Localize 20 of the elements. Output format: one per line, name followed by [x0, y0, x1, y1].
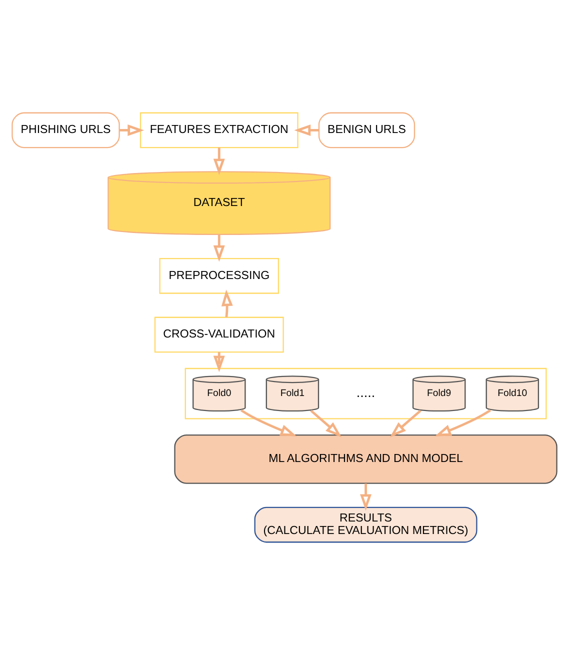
- arrow: [213, 234, 225, 262]
- arrow: [390, 410, 422, 438]
- node-box: PREPROCESSING: [159, 258, 280, 294]
- arrow: [294, 124, 319, 136]
- arrow: [240, 409, 297, 436]
- arrow: [310, 410, 342, 438]
- label: .....: [356, 385, 376, 400]
- arrow: [119, 124, 144, 136]
- node-box: BENIGN URLS: [318, 112, 416, 148]
- arrow: [213, 352, 225, 372]
- node-box: CROSS-VALIDATION: [154, 316, 284, 353]
- arrow: [434, 409, 492, 436]
- cluster: [184, 368, 547, 420]
- node-box: RESULTS (CALCULATE EVALUATION METRICS): [254, 506, 478, 543]
- arrow: [360, 484, 372, 511]
- node-box: ML ALGORITHMS AND DNN MODEL: [174, 434, 558, 484]
- arrow: [213, 148, 225, 176]
- arrow: [221, 290, 233, 318]
- node-box: FEATURES EXTRACTION: [140, 112, 298, 148]
- node-box: PHISHING URLS: [12, 112, 120, 148]
